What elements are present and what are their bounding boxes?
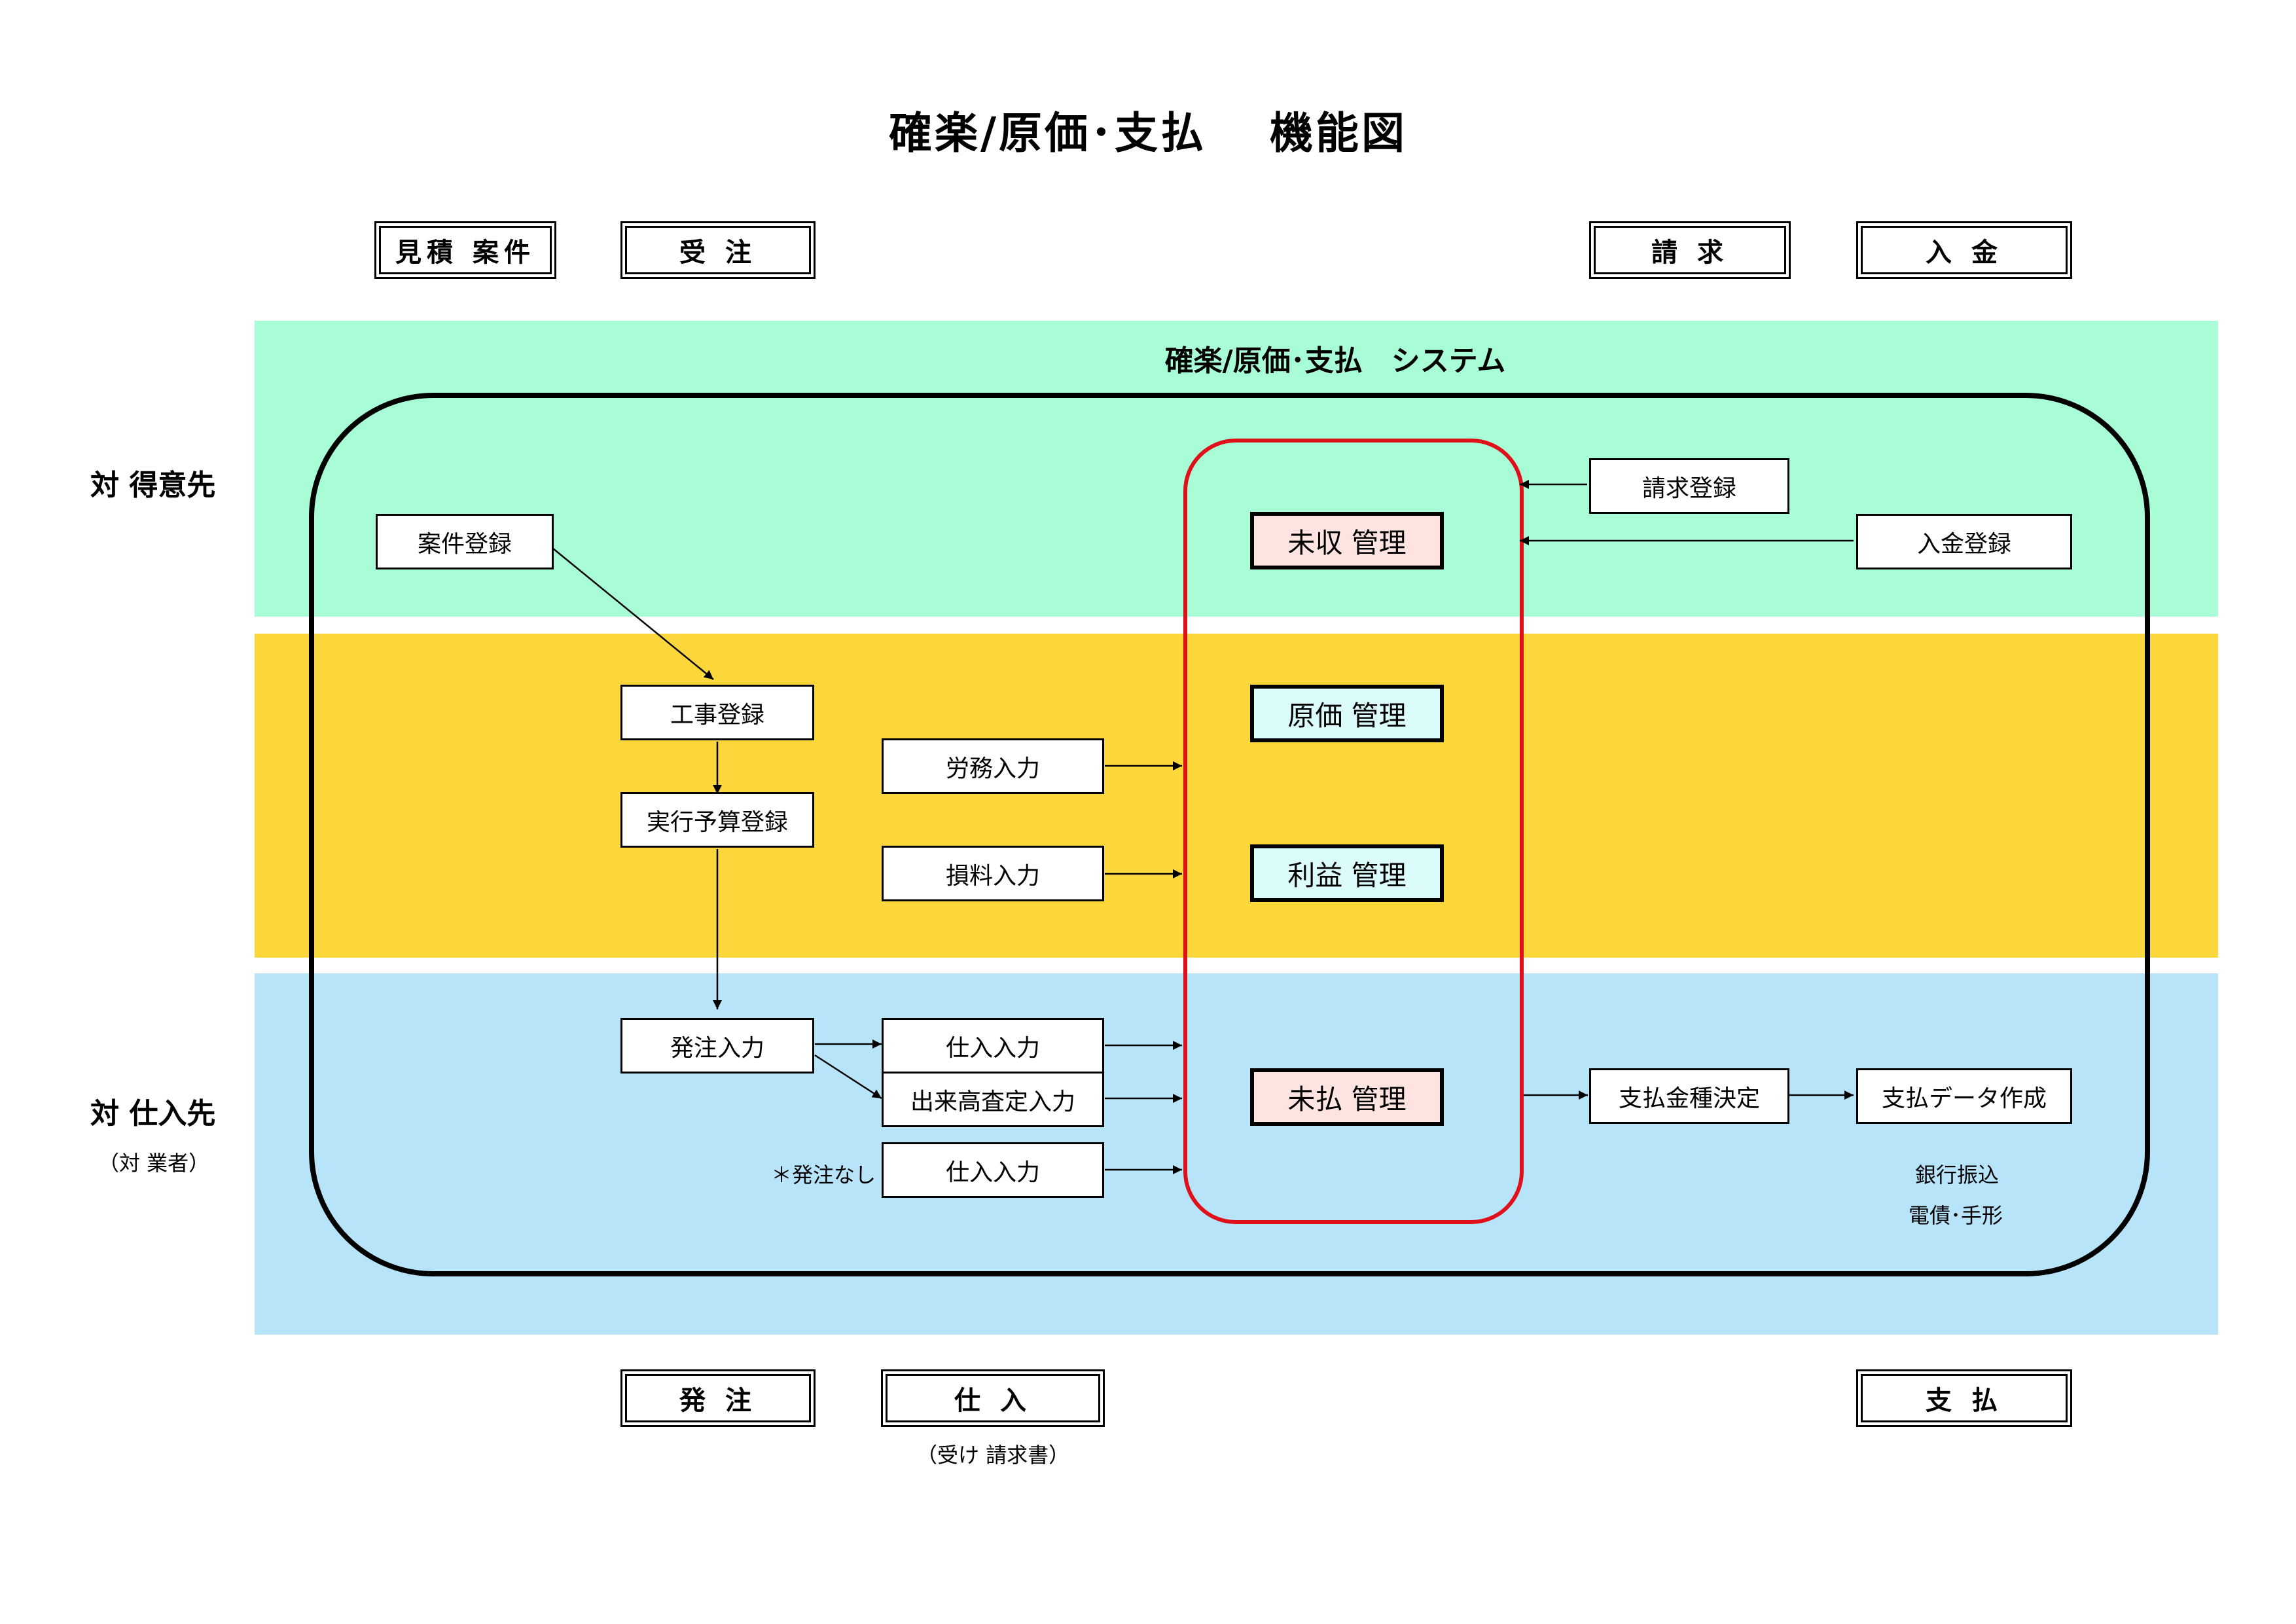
shiharai-data-box: 支払データ作成 [1856, 1068, 2072, 1124]
nyukin-toroku-box: 入金登録 [1856, 514, 2072, 569]
system-label: 確楽/原価･支払 システム [1164, 344, 1506, 378]
note-bank-transfer: 銀行振込 [1915, 1163, 2000, 1187]
note-bills: 電債･手形 [1909, 1203, 2003, 1228]
shiire-nyuryoku-2-box: 仕入入力 [882, 1142, 1104, 1198]
bottom-box-hatchu: 発 注 [620, 1369, 816, 1427]
side-label-supplier-sub: （対 業者） [98, 1151, 210, 1176]
genka-kanri-box: 原価 管理 [1250, 685, 1444, 742]
seikyu-toroku-box: 請求登録 [1589, 458, 1789, 514]
side-label-supplier: 対 仕入先 [90, 1097, 216, 1130]
side-label-customer: 対 得意先 [90, 469, 216, 502]
jikko-yosan-box: 実行予算登録 [620, 792, 814, 848]
bottom-box-shiire: 仕 入 [881, 1369, 1105, 1427]
shiharai-kinshu-box: 支払金種決定 [1589, 1068, 1789, 1124]
arrow-hatchu-to-dekidaka [814, 1054, 882, 1100]
koji-toroku-box: 工事登録 [620, 685, 814, 740]
rieki-kanri-box: 利益 管理 [1250, 844, 1444, 902]
mishu-kanri-box: 未収 管理 [1250, 512, 1444, 569]
arrow-anken-to-koji [552, 548, 714, 680]
system-frame [309, 393, 2150, 1276]
top-box-juchu: 受 注 [620, 221, 816, 279]
hatchu-nyuryoku-box: 発注入力 [620, 1018, 814, 1074]
cost-band [255, 634, 2218, 958]
mibarai-kanri-box: 未払 管理 [1250, 1068, 1444, 1126]
bottom-box-shiharai: 支 払 [1856, 1369, 2072, 1427]
romu-nyuryoku-box: 労務入力 [882, 738, 1104, 794]
top-box-mitsumori: 見積 案件 [374, 221, 556, 279]
anken-toroku-box: 案件登録 [376, 514, 554, 569]
bottom-note-invoice: （受け 請求書） [916, 1443, 1070, 1468]
note-no-order: ＊発注なし [771, 1163, 876, 1187]
top-box-nyukin: 入 金 [1856, 221, 2072, 279]
sonryo-nyuryoku-box: 損料入力 [882, 846, 1104, 901]
top-box-seikyu: 請 求 [1589, 221, 1791, 279]
dekidaka-box: 出来高査定入力 [882, 1072, 1104, 1127]
management-frame [1183, 439, 1524, 1224]
shiire-nyuryoku-box: 仕入入力 [882, 1018, 1104, 1074]
diagram-title: 確楽/原価･支払 機能図 [888, 108, 1408, 158]
